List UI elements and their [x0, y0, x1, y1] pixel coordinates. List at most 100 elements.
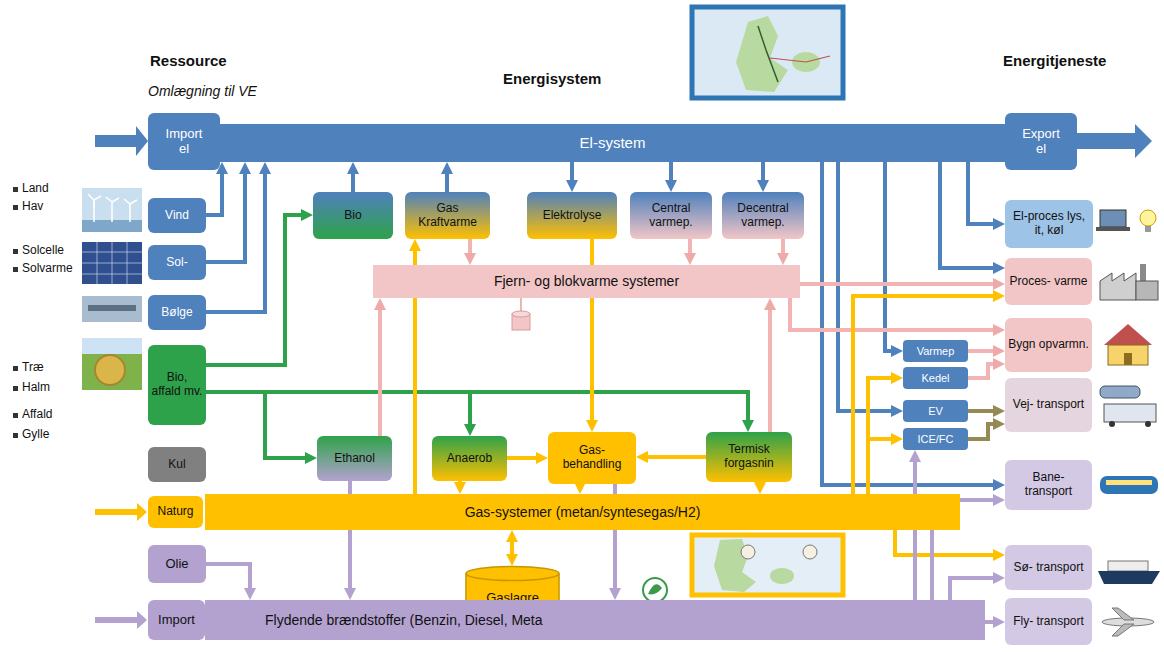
- cylinder-rim: [466, 574, 559, 581]
- import-arrow: [95, 126, 148, 156]
- flow-arrow: [510, 536, 514, 560]
- flow-arrow: [578, 484, 582, 488]
- column-heading: Energisystem: [503, 70, 601, 88]
- service-box: Vej- transport: [1005, 378, 1092, 432]
- flow-arrow: [206, 392, 748, 426]
- service-box: Bygn opvarmn.: [1005, 318, 1092, 372]
- column-heading: Energitjeneste: [1003, 52, 1106, 70]
- grid-line: [770, 56, 830, 62]
- logo-leaf: [648, 584, 662, 594]
- bullets: [13, 187, 18, 438]
- service-box: Sø- transport: [1005, 545, 1092, 590]
- blade: [88, 194, 94, 200]
- resource-box: Vind: [148, 198, 206, 233]
- export-box: Export el: [1005, 113, 1077, 170]
- house-icon: [1108, 345, 1148, 365]
- node-label: Import: [158, 613, 195, 628]
- heat-grid-band: Fjern- og blokvarme systemer: [373, 265, 800, 298]
- node-label: Gas- behandling: [551, 444, 633, 472]
- bullet: [13, 386, 18, 391]
- bulb-icon: [1140, 210, 1156, 226]
- resource-item: Gylle: [22, 427, 49, 441]
- flow-arrow: [206, 392, 470, 430]
- node-label: Fjern- og blokvarme systemer: [494, 273, 679, 289]
- node-label: Proces- varme: [1009, 275, 1087, 289]
- import-box: Import el: [148, 113, 220, 170]
- flow-arrow: [968, 364, 999, 378]
- resource-box: Import: [148, 600, 205, 640]
- node-label: Gas-systemer (metan/syntesegas/H2): [465, 504, 701, 520]
- resource-box: Bølge: [148, 295, 206, 330]
- wheel: [1109, 421, 1115, 427]
- flow-arrow: [570, 162, 574, 186]
- service-box: Bane- transport: [1005, 460, 1092, 510]
- factory-hall: [1136, 281, 1158, 300]
- resource-item: Hav: [22, 199, 43, 213]
- blade: [124, 199, 130, 204]
- node-label: Central varmep.: [633, 202, 709, 230]
- node-label: Sø- transport: [1013, 561, 1083, 575]
- truck-icon: [1104, 404, 1156, 422]
- green-logo: [643, 578, 667, 602]
- node-label: Decentral varmep.: [725, 202, 801, 230]
- sky: [82, 338, 142, 354]
- technology-box: ICE/FC: [903, 428, 968, 450]
- turbine: [93, 200, 95, 222]
- resource-box: Bio, affald mv.: [148, 345, 206, 425]
- laptop-icon: [1100, 210, 1126, 227]
- resource-box: Kul: [148, 447, 206, 482]
- house-roof: [1104, 324, 1152, 345]
- service-box: Fly- transport: [1005, 598, 1092, 645]
- ship-icon: [1098, 571, 1160, 584]
- flow-arrow: [968, 349, 999, 353]
- laptop-base: [1096, 227, 1130, 231]
- flow-arrow: [206, 168, 245, 262]
- blade: [130, 200, 137, 204]
- blade: [94, 196, 101, 200]
- turbines: [88, 194, 137, 222]
- bullet: [13, 267, 18, 272]
- resource-item: Solvarme: [22, 261, 73, 275]
- service-icons: [1096, 210, 1160, 636]
- gas-system-band: Gas-systemer (metan/syntesegas/H2): [205, 494, 960, 530]
- bullet: [13, 205, 18, 210]
- input-arrows: [95, 124, 1152, 629]
- factory-icon: [1100, 273, 1136, 300]
- flow-arrow: [669, 162, 673, 186]
- flow-arrow: [940, 162, 999, 268]
- flow-arrow: [968, 162, 999, 224]
- train-windows: [1106, 480, 1152, 485]
- conversion-box: Gas- behandling: [548, 432, 636, 484]
- export-arrow: [1077, 124, 1152, 158]
- bullet: [13, 187, 18, 192]
- gas-input-arrow: [95, 503, 147, 521]
- flow-arrow: [838, 162, 897, 411]
- storage-link: [520, 298, 522, 312]
- flow-arrow: [895, 530, 999, 555]
- panel-grid: [82, 242, 142, 284]
- conversion-box: Bio: [313, 192, 393, 239]
- node-label: Export el: [1016, 127, 1066, 157]
- flow-arrow: [800, 282, 999, 286]
- conversion-box: Central varmep.: [630, 192, 712, 239]
- node-label: Fly- transport: [1013, 615, 1084, 629]
- sky: [82, 188, 142, 232]
- node-label: ICE/FC: [917, 433, 953, 446]
- node-label: Import el: [159, 127, 209, 157]
- node-label: Bølge: [161, 306, 192, 320]
- bullet: [13, 249, 18, 254]
- node-label: El-proces lys, it, køl: [1008, 210, 1090, 238]
- map-frame: [692, 535, 843, 595]
- node-label: Kul: [168, 458, 185, 472]
- flow-arrow: [445, 168, 449, 192]
- node-label: Flydende brændstoffer (Benzin, Diesel, M…: [265, 612, 543, 628]
- solar-photo: [82, 242, 142, 284]
- node-label: Bane- transport: [1008, 471, 1089, 499]
- field: [82, 338, 142, 390]
- technology-box: Kedel: [903, 367, 968, 389]
- plane-wings: [1112, 608, 1134, 636]
- flow-arrow: [458, 481, 462, 488]
- flow-arrow: [985, 620, 999, 624]
- grid-line: [127, 242, 128, 284]
